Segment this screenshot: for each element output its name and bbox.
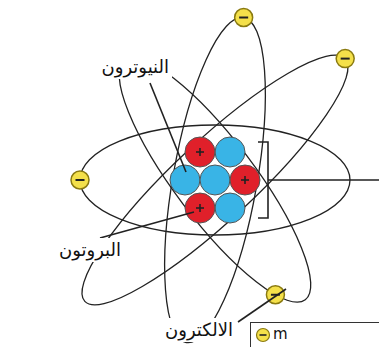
electron	[336, 50, 354, 68]
orbits	[58, 10, 373, 347]
nucleus	[170, 137, 260, 223]
neutron-label: النيوترون	[99, 55, 173, 79]
proton-label: البروتون	[56, 238, 124, 262]
nucleus-bracket	[258, 142, 379, 218]
legend-electron-icon	[255, 327, 271, 343]
legend-text: m	[273, 325, 288, 343]
leader-lines	[100, 83, 286, 322]
electron-label: الالكترون	[162, 318, 236, 342]
plus-signs	[196, 148, 249, 212]
electron	[71, 171, 89, 189]
electron	[235, 9, 253, 27]
legend-box: m	[250, 322, 379, 347]
